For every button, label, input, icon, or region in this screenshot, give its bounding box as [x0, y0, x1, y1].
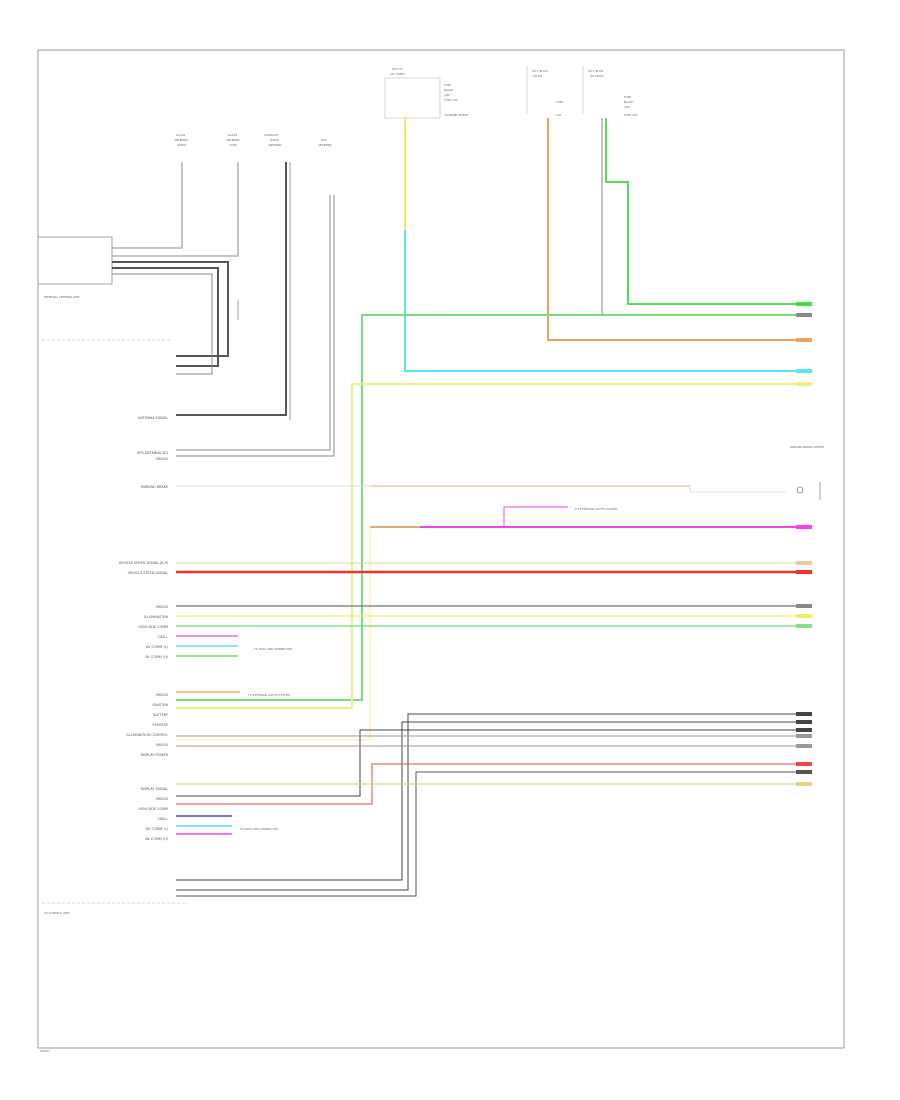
antenna-connectors: GLASS ANTENNA (MAIN) GLASS ANTENNA (SUB)… [174, 133, 332, 147]
annotations: TO EXTERIOR LIGHTS SYSTEM TO EXTERIOR LI… [239, 445, 824, 831]
pin-label-5: VEHICLE SPEED SIGNAL [128, 571, 168, 575]
note-stop-lamp: PARKING BRAKE SWITCH [790, 445, 824, 449]
fuse-block-3: HOT IN ON OR START FUSE BLOCK (J/B) FUSE… [582, 66, 638, 117]
fuse1-line1: FUSE [444, 83, 451, 87]
pin-label-21: HIGH SIDE COMM [138, 807, 168, 811]
note-to-lighting-2: TO EXTERIOR LIGHTS SYSTEM [247, 693, 290, 697]
antenna-amp-module: INTERNAL ANTENNA AMP [38, 236, 170, 341]
fuse-block-2: HOT IN ACC OR ON FUSE 10A [526, 66, 563, 117]
pin-label-11: AV COMM (H) [145, 655, 168, 659]
fuse1-line3: (J/B) [444, 93, 450, 97]
av-control-unit-label: AV CONTROL UNIT [44, 911, 70, 915]
conn-c1-line1: GLASS [176, 133, 185, 137]
signal-wires [176, 485, 812, 897]
fuse1-title2: ALL TIMES [390, 72, 405, 76]
conn-c2-line3: (SUB) [229, 143, 237, 147]
conn-c1-line2: ANTENNA [174, 138, 188, 142]
antenna-amp-label: INTERNAL ANTENNA AMP [44, 295, 80, 299]
fuse1-box [384, 77, 441, 119]
pin-label-4: VEHICLE SPEED SIGNAL (8-P) [119, 561, 169, 565]
conn-c4-line2: ANTENNA [318, 143, 332, 147]
fuse2-title2: OR ON [533, 74, 542, 78]
note-data-link: TO DATA LINK CONNECTOR [253, 647, 292, 651]
conn-c2-line2: ANTENNA [226, 138, 240, 142]
fuse2-title1: HOT IN ACC [532, 69, 549, 73]
conn-c3-line1: SATELLITE [264, 133, 279, 137]
pin-label-3: PARKING BRAKE [141, 485, 168, 489]
terminal-ticks [796, 302, 812, 786]
antenna-wires [112, 162, 335, 457]
pin-label-2: SHIELD [156, 457, 169, 461]
fuse-block-1: HOT AT ALL TIMES FUSE BLOCK (J/B) FUSE 1… [384, 67, 469, 119]
pin-label-19: DISPLAY SIGNAL [140, 787, 168, 791]
pin-label-9: CAN-L [158, 635, 168, 639]
pin-label-0: ANTENNA SIGNAL [138, 416, 168, 420]
fuse3-line4: FUSE 10A [624, 113, 638, 117]
pin-label-20: SHIELD [156, 797, 169, 801]
fuse1-line2: BLOCK [444, 88, 454, 92]
footer-code: W0001 [40, 1049, 50, 1053]
pin-label-6: SHIELD [156, 605, 169, 609]
fuse3-line3: (J/B) [624, 105, 630, 109]
pin-label-13: IGNITION [153, 703, 169, 707]
fuse3-line1: FUSE [624, 95, 631, 99]
power-feed-wires [176, 118, 812, 709]
fuse3-title1: HOT IN ON [588, 69, 603, 73]
fuse1-title1: HOT AT [392, 67, 403, 71]
diagram-frame [37, 49, 845, 1049]
pin-label-17: SHIELD [156, 743, 169, 747]
pin-label-8: HIGH SIDE COMM [138, 625, 168, 629]
pin-label-18: DISPLAY POWER [140, 753, 168, 757]
fuse3-title2: OR START [590, 74, 604, 78]
pin-label-10: AV COMM (L) [146, 645, 169, 649]
conn-c4-line1: GPS [321, 138, 327, 142]
pin-label-12: SHIELD [156, 693, 169, 697]
pin-label-7: ILLUMINATION [144, 615, 168, 619]
pin-label-14: BATTERY [153, 713, 169, 717]
conn-c1-line3: (MAIN) [177, 143, 186, 147]
pin-label-23: AV COMM (L) [146, 827, 169, 831]
fuse1-line5: (STANDBY MODE) [444, 113, 469, 117]
av-control-unit: AV CONTROL UNIT [42, 902, 188, 915]
pin-labels: ANTENNA SIGNAL GPS ANTENNA SIG SHIELD PA… [119, 416, 169, 841]
conn-c3-line3: ANTENNA [268, 143, 282, 147]
conn-c2-line1: GLASS [228, 133, 237, 137]
pin-label-15: REVERSE [152, 723, 168, 727]
fuse3-line2: BLOCK [624, 100, 634, 104]
pin-label-22: CAN-L [158, 817, 168, 821]
note-data-link-2: TO DATA LINK CONNECTOR [239, 827, 278, 831]
note-to-lighting: TO EXTERIOR LIGHTS SYSTEM [574, 507, 617, 511]
fuse2-line1: FUSE [556, 100, 563, 104]
fuse2-line2: 10A [556, 113, 562, 117]
fuse1-line4: FUSE 10A [444, 98, 458, 102]
conn-c3-line2: RADIO [270, 138, 280, 142]
pin-label-16: ILLUMINATION CONTROL [126, 733, 168, 737]
pin-label-1: GPS ANTENNA SIG [137, 451, 169, 455]
pin-label-24: AV COMM (H) [145, 837, 168, 841]
